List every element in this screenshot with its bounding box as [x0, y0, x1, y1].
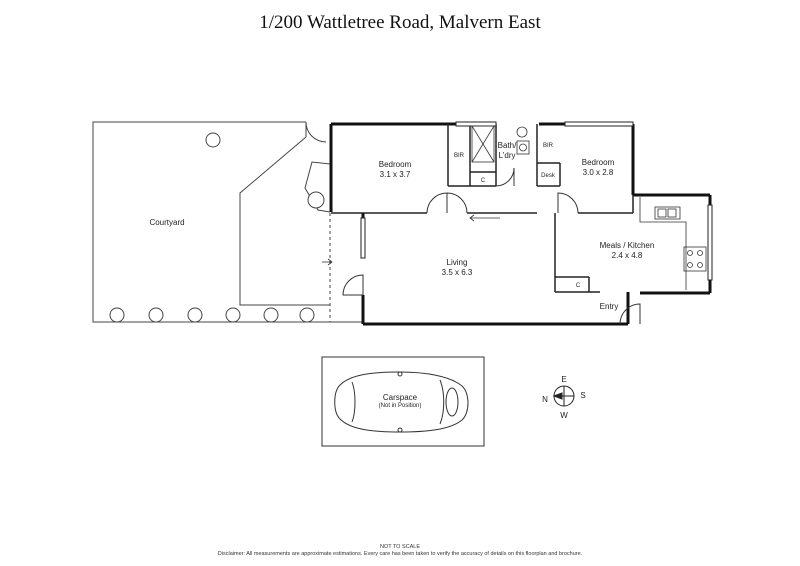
- courtyard-label: Courtyard: [149, 218, 184, 227]
- door-bedroom1: [426, 192, 448, 214]
- doors: [342, 167, 641, 325]
- fixtures: [471, 125, 707, 290]
- kitchen-size: 2.4 x 4.8: [612, 251, 643, 260]
- shrub-icon: [263, 307, 279, 323]
- bedroom1-size: 3.1 x 3.7: [380, 170, 411, 179]
- kitchen-bench: [639, 197, 687, 290]
- scale-note: NOT TO SCALE: [379, 544, 421, 550]
- plan-title: 1/200 Wattletree Road, Malvern East: [259, 12, 541, 33]
- carspace: [321, 356, 485, 447]
- carspace-outline: [321, 356, 485, 447]
- door-bedroom2: [557, 192, 579, 214]
- interior-walls: [331, 124, 634, 293]
- labels: Courtyard Bedroom 3.1 x 3.7 Bedroom 3.0 …: [149, 141, 654, 420]
- bir2-label: BIR: [543, 143, 554, 149]
- shrub-icon: [148, 307, 164, 323]
- window: [360, 217, 366, 259]
- shrub-icon: [225, 307, 241, 323]
- bath-label-line2: L'dry: [498, 151, 515, 160]
- shrub-icon: [307, 191, 325, 209]
- toilet-icon: [516, 126, 528, 138]
- compass-e: E: [561, 375, 566, 384]
- stove-icon: [683, 246, 707, 272]
- window: [564, 121, 634, 127]
- arrows: [322, 214, 500, 266]
- bedroom1-label: Bedroom: [379, 160, 412, 169]
- living-label: Living: [447, 258, 468, 267]
- compass: [552, 385, 575, 407]
- courtyard: [92, 121, 363, 323]
- shrub-icon: [205, 132, 221, 148]
- shrubs: [109, 132, 325, 323]
- kitchen-label: Meals / Kitchen: [600, 241, 655, 250]
- window: [707, 204, 713, 281]
- compass-n: N: [542, 395, 548, 404]
- door-bedroom1-b: [446, 192, 468, 214]
- bedroom2-size: 3.0 x 2.8: [583, 168, 614, 177]
- desk-label: Desk: [541, 173, 556, 179]
- cupboard1-label: C: [481, 178, 486, 184]
- sink-icon: [654, 206, 681, 220]
- door-living: [342, 274, 364, 296]
- shrub-icon: [187, 307, 203, 323]
- door-entry: [619, 303, 641, 325]
- courtyard-boundary: [92, 121, 363, 323]
- entry-label: Entry: [600, 302, 619, 311]
- windows: [360, 121, 713, 281]
- courtyard-garden-edge: [304, 161, 331, 213]
- bath-tub-icon: [471, 125, 495, 163]
- bir1-label: BIR: [454, 153, 465, 159]
- window: [455, 121, 497, 127]
- compass-w: W: [560, 411, 568, 420]
- courtyard-garden-bed: [239, 136, 330, 306]
- door-bath: [495, 167, 515, 187]
- compass-s: S: [580, 391, 585, 400]
- living-size: 3.5 x 6.3: [442, 268, 473, 277]
- bedroom2-label: Bedroom: [582, 158, 615, 167]
- washer-icon: [516, 140, 530, 155]
- carspace-label: Carspace: [383, 393, 418, 402]
- courtyard-gate-swing: [305, 121, 327, 143]
- cupboard2-label: C: [576, 283, 581, 289]
- shrub-icon: [109, 307, 125, 323]
- bath-label-line1: Bath/: [498, 141, 517, 150]
- carspace-note: (Not in Position): [379, 403, 422, 409]
- disclaimer: Disclaimer: All measurements are approxi…: [217, 551, 583, 557]
- shrub-icon: [299, 307, 315, 323]
